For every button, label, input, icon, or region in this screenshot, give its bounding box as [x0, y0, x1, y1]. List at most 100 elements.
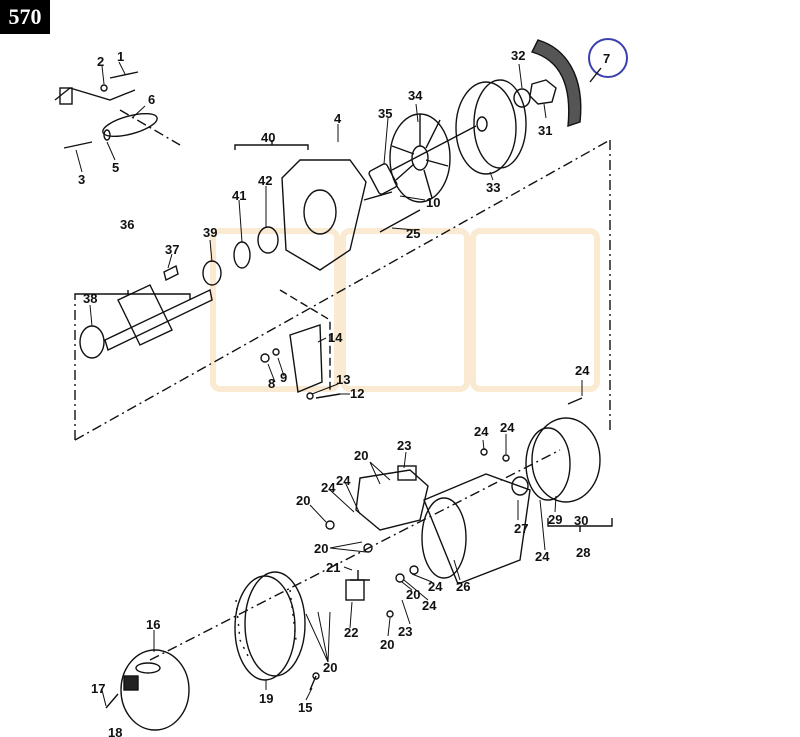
pulley-front — [455, 81, 517, 175]
guide-line-main — [74, 139, 611, 441]
callout-20-a: 20 — [354, 448, 368, 463]
band-front — [234, 575, 296, 681]
page-number-badge: 570 — [0, 0, 50, 34]
callout-39: 39 — [203, 225, 217, 240]
callout-17: 17 — [91, 681, 105, 696]
callout-32: 32 — [511, 48, 525, 63]
callout-14: 14 — [328, 330, 343, 345]
mount-bracket — [54, 87, 136, 101]
callout-9: 9 — [280, 370, 287, 385]
key-37 — [163, 264, 179, 282]
washer-2 — [100, 84, 108, 92]
bracket-40 — [234, 140, 309, 150]
drive-belt — [530, 39, 582, 128]
guide-line-lower-axis — [149, 449, 561, 661]
callout-7: 7 — [603, 51, 610, 66]
drive-end-frame — [281, 159, 367, 271]
callout-30: 30 — [574, 513, 588, 528]
callout-10: 10 — [426, 195, 440, 210]
watermark-frame-right — [470, 228, 600, 392]
band-back — [244, 571, 306, 677]
band-perforations — [235, 589, 297, 661]
end-cover — [120, 649, 190, 731]
callout-15: 15 — [298, 700, 312, 715]
washer-9 — [272, 348, 280, 356]
screw-24-d — [409, 565, 419, 575]
callout-20-b: 20 — [296, 493, 310, 508]
rotor-shaft — [104, 288, 213, 351]
rotor-poles — [117, 284, 173, 346]
callout-8: 8 — [268, 376, 275, 391]
screw-12 — [315, 393, 341, 399]
callout-22: 22 — [344, 625, 358, 640]
washer-32 — [513, 88, 531, 108]
washer-27 — [511, 476, 529, 496]
rectifier-front — [531, 417, 601, 503]
callout-24-c: 24 — [500, 420, 515, 435]
screw-20-a — [325, 520, 335, 530]
adjusting-strap — [102, 112, 158, 138]
snap-ring-41 — [233, 241, 251, 269]
callout-28: 28 — [576, 545, 590, 560]
callout-21: 21 — [326, 560, 340, 575]
callout-24-f: 24 — [428, 579, 443, 594]
plug-22 — [345, 579, 365, 601]
callout-20-e: 20 — [380, 637, 394, 652]
callout-20-d: 20 — [406, 587, 420, 602]
callout-3: 3 — [78, 172, 85, 187]
stator-ring — [421, 497, 467, 579]
stator-housing — [423, 473, 531, 585]
bolt-1 — [109, 71, 139, 79]
nut-5 — [103, 129, 111, 141]
callout-2: 2 — [97, 54, 104, 69]
callout-1: 1 — [117, 49, 124, 64]
bracket-28 — [547, 518, 613, 532]
callout-41: 41 — [232, 188, 246, 203]
callout-24-e: 24 — [321, 480, 336, 495]
end-cover-slot — [135, 662, 161, 674]
rectifier-back — [525, 427, 571, 501]
bearing-42 — [257, 226, 279, 254]
callout-24-h: 24 — [535, 549, 550, 564]
callout-29: 29 — [548, 512, 562, 527]
bearing-38 — [79, 325, 105, 359]
nut-31 — [529, 79, 557, 105]
bolt-3 — [63, 141, 93, 149]
screw-24-top — [567, 397, 583, 405]
watermark-frame-middle — [340, 228, 470, 392]
regulator-housing — [355, 469, 429, 531]
screw-17 — [105, 693, 119, 709]
screw-24-c — [395, 573, 405, 583]
callout-23-a: 23 — [397, 438, 411, 453]
terminal-23 — [397, 465, 417, 481]
mount-bracket-tab — [59, 87, 73, 105]
shaft-axis — [391, 125, 477, 171]
callout-35: 35 — [378, 106, 392, 121]
callout-42: 42 — [258, 173, 272, 188]
through-bolts — [363, 191, 421, 233]
callout-24-b: 24 — [474, 424, 489, 439]
fan-blades — [391, 114, 449, 199]
callout-4: 4 — [334, 111, 342, 126]
collar-39 — [202, 260, 222, 286]
callout-38: 38 — [83, 291, 97, 306]
callout-27: 27 — [514, 521, 528, 536]
callout-23-b: 23 — [398, 624, 412, 639]
spacer-35 — [368, 163, 398, 195]
highlight-circle — [588, 38, 628, 78]
callout-33: 33 — [486, 180, 500, 195]
callout-31: 31 — [538, 123, 552, 138]
callout-20-c: 20 — [314, 541, 328, 556]
callout-24-a: 24 — [575, 363, 590, 378]
callout-18: 18 — [108, 725, 122, 737]
callout-26: 26 — [456, 579, 470, 594]
callout-12: 12 — [350, 386, 364, 401]
bracket-36 — [74, 290, 191, 300]
terminal-18 — [123, 675, 139, 691]
screw-20-c — [386, 610, 394, 618]
pulley-back — [473, 79, 527, 169]
callout-13: 13 — [336, 372, 350, 387]
washer-13 — [306, 392, 314, 400]
callout-34: 34 — [408, 88, 423, 103]
